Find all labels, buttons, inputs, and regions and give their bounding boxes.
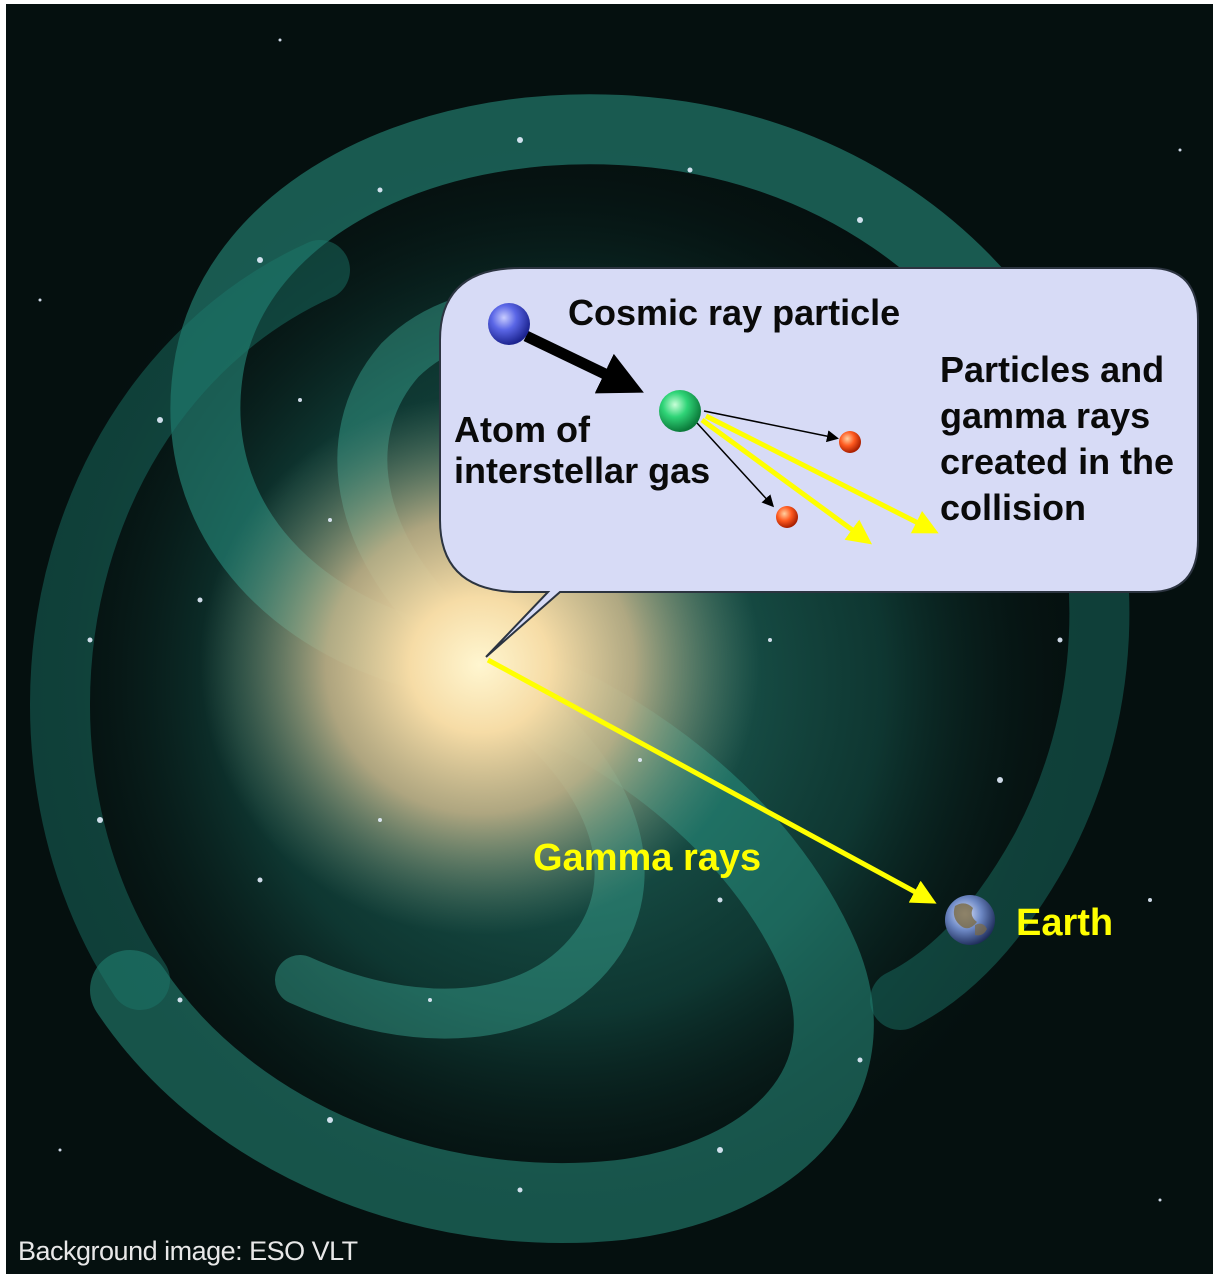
gas-atom-label-line: interstellar gas [454,450,711,492]
gamma-ray-arrow [700,417,873,545]
cosmic-ray-label: Cosmic ray particle [568,292,901,333]
collision-products-label-line: gamma rays [940,395,1151,436]
secondary-particle-arrow [696,422,775,508]
collision-products-label: Particles and gamma rays created in the … [940,347,1174,531]
collision-products-label-line: created in the [940,441,1175,482]
gas-atom-label: Atom of interstellar gas [454,409,710,492]
cosmic-ray-particle-icon [488,303,530,345]
secondary-particle-icon [839,431,861,453]
earth-label: Earth [1016,902,1114,944]
gas-atom-label-line: Atom of [454,409,590,450]
image-credit: Background image: ESO VLT [18,1236,358,1266]
cosmic-ray-path-arrow [523,331,644,394]
gamma-ray-to-earth-arrow [486,657,937,904]
earth-icon [945,895,995,945]
collision-products-label-line: Particles and [940,349,1165,390]
gas-atom-icon [659,390,701,432]
gamma-rays-label: Gamma rays [533,837,762,879]
collision-products-label-line: collision [940,487,1087,528]
secondary-particle-icon [776,506,798,528]
gamma-ray-arrow [704,413,939,534]
secondary-particle-arrow [703,410,839,443]
